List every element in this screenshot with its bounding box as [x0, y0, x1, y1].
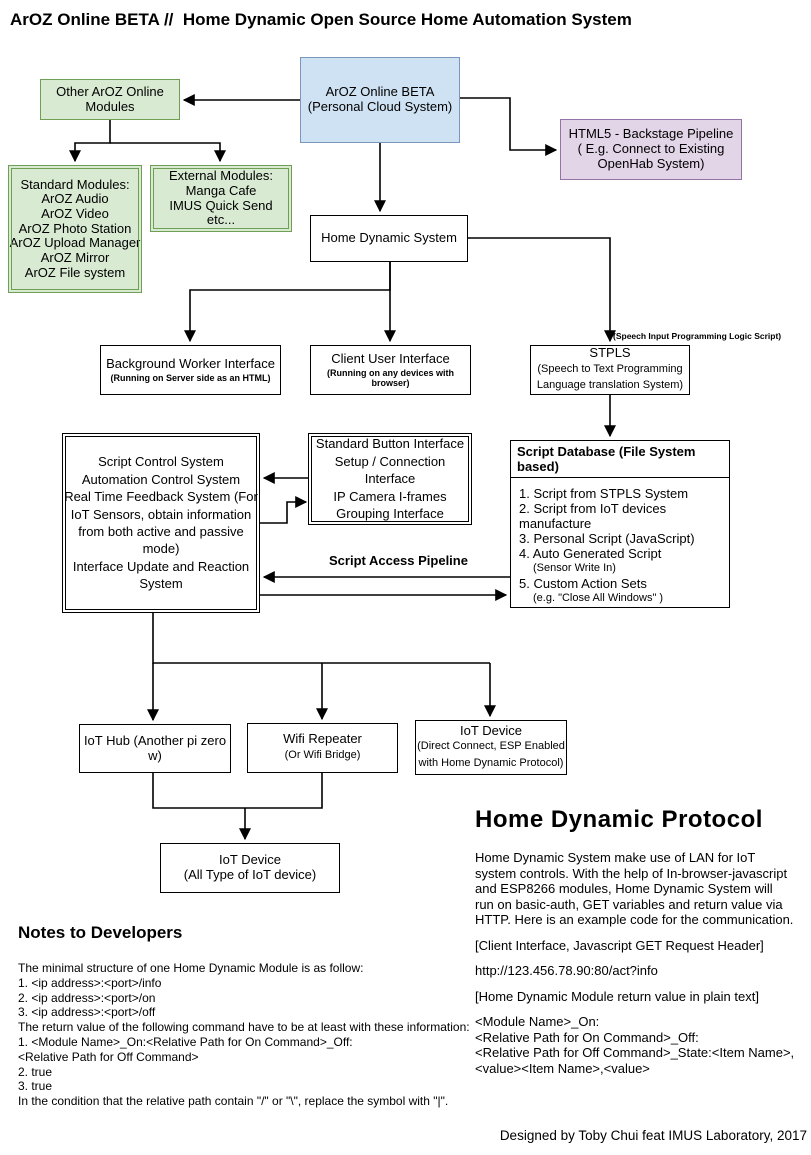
node-iot-hub: IoT Hub (Another pi zero w): [79, 724, 231, 773]
footer-credit: Designed by Toby Chui feat IMUS Laborato…: [499, 1128, 807, 1143]
stpls-note-label: (Speech Input Programming Logic Script): [613, 331, 782, 341]
node-html5-backstage-pipeline: HTML5 - Backstage Pipeline ( E.g. Connec…: [560, 119, 742, 180]
node-aroz-online-beta: ArOZ Online BETA (Personal Cloud System): [300, 57, 460, 143]
node-external-modules-label: External Modules: Manga Cafe IMUS Quick …: [168, 168, 274, 228]
script-database-item: (Sensor Write In): [533, 562, 616, 574]
node-script-control-system-label: Script Control System Automation Control…: [64, 454, 258, 592]
protocol-request-label: [Client Interface, Javascript GET Reques…: [475, 937, 764, 953]
node-wifi-repeater: Wifi Repeater (Or Wifi Bridge): [247, 723, 398, 773]
protocol-intro: Home Dynamic System make use of LAN for …: [475, 850, 794, 927]
script-database-item: 4. Auto Generated Script: [519, 546, 662, 561]
node-iot-device-direct: IoT Device (Direct Connect, ESP Enabled …: [415, 720, 567, 775]
protocol-section: Home Dynamic Protocol Home Dynamic Syste…: [475, 806, 811, 1076]
script-database-item: (e.g. "Close All Windows" ): [533, 592, 664, 604]
node-background-worker-interface: Background Worker Interface (Running on …: [100, 345, 281, 395]
node-standard-button-interface: Standard Button Interface Setup / Connec…: [308, 433, 472, 525]
script-database-item: 3. Personal Script (JavaScript): [519, 531, 695, 546]
script-database-item: 1. Script from STPLS System: [519, 486, 689, 501]
node-iot-hub-label: IoT Hub (Another pi zero w): [83, 732, 227, 763]
node-iot-device-all-label: IoT Device (All Type of IoT device): [183, 852, 317, 882]
node-other-aroz-modules-label: Other ArOZ Online Modules: [56, 83, 164, 114]
node-home-dynamic-system: Home Dynamic System: [310, 215, 468, 262]
node-wifi-repeater-sublabel: (Or Wifi Bridge): [284, 749, 361, 762]
script-access-pipeline-label: Script Access Pipeline: [329, 553, 468, 568]
protocol-request-url: http://123.456.78.90:80/act?info: [475, 963, 658, 978]
node-script-control-system: Script Control System Automation Control…: [62, 433, 260, 613]
node-client-user-label: Client User Interface: [331, 350, 450, 366]
script-database-list: 1. Script from STPLS System 2. Script fr…: [511, 478, 729, 606]
node-iot-device-all: IoT Device (All Type of IoT device): [160, 843, 340, 893]
node-stpls-sublabel: (Speech to Text Programming Language tra…: [536, 362, 684, 392]
protocol-return-label: [Home Dynamic Module return value in pla…: [475, 988, 759, 1004]
node-background-worker-sublabel: (Running on Server side as an HTML): [110, 372, 271, 383]
script-database-header: Script Database (File System based): [511, 441, 729, 478]
script-database-item: 5. Custom Action Sets: [519, 576, 647, 591]
script-database-item: 2. Script from IoT devices manufacture: [519, 501, 667, 531]
node-html5-backstage-pipeline-label: HTML5 - Backstage Pipeline ( E.g. Connec…: [568, 126, 734, 171]
node-other-aroz-modules: Other ArOZ Online Modules: [40, 79, 180, 120]
protocol-return-format: <Module Name>_On: <Relative Path for On …: [475, 1014, 795, 1076]
node-client-user-sublabel: (Running on any devices with browser): [326, 367, 454, 388]
node-stpls-label: STPLS: [589, 345, 631, 361]
node-script-database: Script Database (File System based) 1. S…: [510, 440, 730, 608]
node-home-dynamic-system-label: Home Dynamic System: [321, 230, 457, 246]
node-aroz-online-beta-label: ArOZ Online BETA (Personal Cloud System): [307, 84, 453, 114]
node-standard-modules-label: Standard Modules: ArOZ Audio ArOZ Video …: [9, 176, 141, 280]
node-wifi-repeater-label: Wifi Repeater: [283, 731, 362, 747]
node-iot-device-direct-label: IoT Device: [460, 722, 522, 738]
page-title: ArOZ Online BETA // Home Dynamic Open So…: [10, 10, 632, 29]
protocol-heading: Home Dynamic Protocol: [475, 806, 763, 833]
node-iot-device-direct-sublabel: (Direct Connect, ESP Enabled with Home D…: [417, 740, 565, 769]
node-external-modules: External Modules: Manga Cafe IMUS Quick …: [150, 165, 292, 232]
node-standard-button-interface-label: Standard Button Interface Setup / Connec…: [315, 436, 465, 522]
notes-heading: Notes to Developers: [18, 923, 183, 942]
node-standard-modules: Standard Modules: ArOZ Audio ArOZ Video …: [8, 165, 142, 293]
node-stpls: STPLS (Speech to Text Programming Langua…: [530, 345, 690, 395]
notes-body: The minimal structure of one Home Dynami…: [18, 961, 470, 1109]
node-background-worker-label: Background Worker Interface: [106, 355, 275, 371]
node-client-user-interface: Client User Interface (Running on any de…: [310, 345, 471, 395]
